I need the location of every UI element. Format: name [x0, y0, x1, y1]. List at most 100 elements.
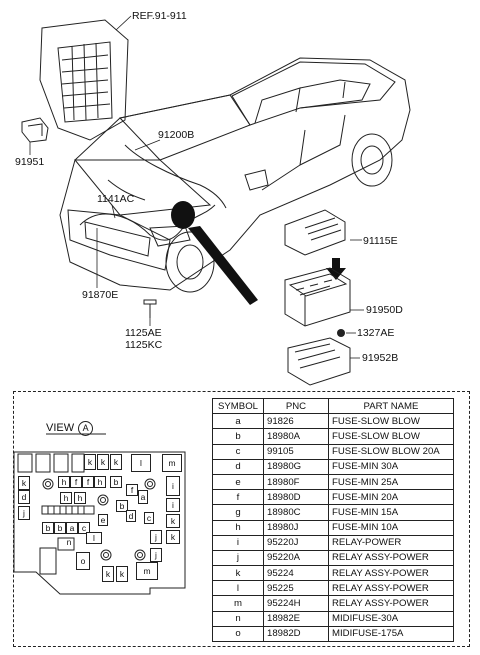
pnc-cell: 18982D	[263, 625, 329, 643]
header-part-name: PART NAME	[328, 397, 454, 415]
callout-1125KC: 1125KC	[125, 339, 163, 351]
arrow-down-icon	[326, 258, 346, 280]
nut-1327AE	[337, 329, 345, 337]
fuse-slot-k: k	[116, 566, 128, 582]
fuse-slot-h: h	[60, 492, 72, 504]
part-name-cell: MIDIFUSE-30A	[328, 610, 454, 627]
symbol-cell: e	[212, 473, 264, 491]
part-name-cell: MIDIFUSE-175A	[328, 625, 454, 643]
fuse-slot-h: h	[74, 492, 86, 504]
symbol-cell: f	[212, 489, 264, 506]
part-name-cell: FUSE-MIN 30A	[328, 458, 454, 475]
pnc-cell: 95224	[263, 565, 329, 582]
pnc-cell: 18980D	[263, 489, 329, 506]
symbol-cell: n	[212, 610, 264, 627]
symbol-cell: m	[212, 595, 264, 612]
fuse-slot-b: b	[116, 500, 128, 512]
fuse-slot-b: b	[54, 522, 66, 534]
lower-cover-91952B	[287, 337, 351, 386]
pnc-cell: 18980A	[263, 428, 329, 445]
part-name-cell: RELAY ASSY-POWER	[328, 549, 454, 567]
fuse-slot-n: n	[66, 537, 72, 547]
fuse-slot-d: d	[126, 510, 136, 522]
pnc-cell: 91826	[263, 413, 329, 430]
part-name-cell: FUSE-MIN 15A	[328, 504, 454, 521]
fuse-slot-m: m	[136, 562, 158, 580]
callout-91952B: 91952B	[362, 352, 399, 364]
callout-91115E: 91115E	[363, 235, 398, 247]
symbol-cell: j	[212, 549, 264, 567]
part-name-cell: FUSE-MIN 25A	[328, 473, 454, 491]
symbol-cell: d	[212, 458, 264, 475]
callout-91950D: 91950D	[366, 304, 403, 316]
part-name-cell: FUSE-SLOW BLOW 20A	[328, 443, 454, 460]
part-name-cell: RELAY ASSY-POWER	[328, 595, 454, 612]
fuse-slot-o: o	[76, 552, 90, 570]
part-name-cell: RELAY ASSY-POWER	[328, 565, 454, 582]
fuse-slot-b: b	[110, 476, 122, 488]
symbol-cell: a	[212, 413, 264, 430]
header-symbol: SYMBOL	[212, 397, 264, 415]
vehicle-illustration	[21, 15, 411, 386]
fuse-slot-e: e	[98, 514, 108, 526]
fuse-slot-k: k	[84, 454, 96, 470]
pnc-cell: 95224H	[263, 595, 329, 612]
pnc-cell: 18980C	[263, 504, 329, 521]
pnc-cell: 99105	[263, 443, 329, 460]
callout-ref: REF.91-911	[132, 10, 187, 22]
symbol-cell: h	[212, 519, 264, 536]
symbol-cell: b	[212, 428, 264, 445]
fuse-slot-c: c	[144, 512, 154, 524]
fuse-box-91950D	[284, 267, 351, 327]
harness-protector	[188, 226, 258, 305]
fuse-slot-j: j	[18, 506, 30, 520]
fuse-slot-b: b	[42, 522, 54, 534]
view-marker: A	[78, 421, 94, 436]
fuse-slot-l: l	[86, 532, 102, 544]
part-name-cell: RELAY ASSY-POWER	[328, 580, 454, 597]
fuse-slot-f: f	[82, 476, 94, 488]
pnc-cell: 95220J	[263, 534, 329, 551]
part-name-cell: RELAY-POWER	[328, 534, 454, 551]
pnc-cell: 18980J	[263, 519, 329, 536]
fuse-slot-j: j	[150, 548, 162, 562]
callout-91951: 91951	[15, 156, 45, 168]
bracket-91951	[21, 117, 49, 143]
fuse-slot-h: h	[58, 476, 70, 488]
fuse-slot-i: i	[166, 476, 180, 496]
fuse-box-cover	[284, 209, 346, 256]
symbol-cell: k	[212, 565, 264, 582]
callout-91200B: 91200B	[158, 129, 195, 141]
callout-1125AE: 1125AE	[125, 327, 162, 339]
fuse-slot-m: m	[162, 454, 182, 472]
callout-1141AC: 1141AC	[97, 193, 135, 205]
fuse-slot-k: k	[166, 530, 180, 544]
part-name-cell: FUSE-SLOW BLOW	[328, 428, 454, 445]
fuse-slot-k: k	[18, 476, 30, 490]
pnc-cell: 18980G	[263, 458, 329, 475]
junction-box-ref	[39, 19, 129, 141]
pnc-cell: 95220A	[263, 549, 329, 567]
part-name-cell: FUSE-MIN 20A	[328, 489, 454, 506]
view-text: VIEW	[46, 422, 75, 434]
symbol-cell: g	[212, 504, 264, 521]
pnc-cell: 95225	[263, 580, 329, 597]
symbol-cell: l	[212, 580, 264, 597]
header-pnc: PNC	[263, 397, 329, 415]
